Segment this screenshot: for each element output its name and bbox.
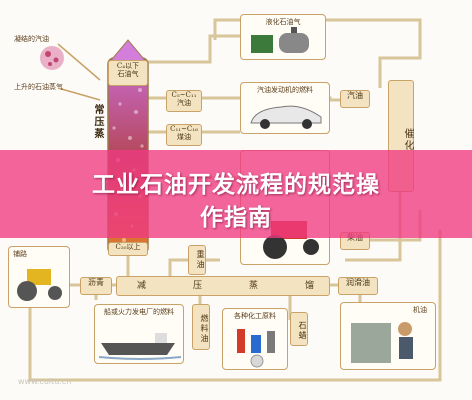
pipe-lpg — [148, 34, 240, 64]
paraffin-tag: 石蜡 — [290, 312, 308, 346]
ship-fuel-box: 船或火力发电厂的燃料 — [94, 304, 184, 364]
lube-oil-tag: 润滑油 — [338, 277, 378, 295]
watermark: www.cuitu.cn — [18, 377, 72, 386]
car-icon — [250, 105, 322, 129]
ship-icon — [98, 333, 182, 360]
condensed-gasoline-label: 凝结的汽油 — [14, 35, 49, 43]
pipe-catalytic-top — [213, 18, 422, 88]
bottom-fraction-tag: C₂₀以上 — [108, 242, 148, 256]
gas-cylinder-icon — [251, 27, 309, 53]
pipe-return — [28, 230, 442, 382]
gasoline-tag: 汽油 — [340, 90, 370, 108]
heavy-oil-tag: 重油 — [188, 245, 206, 275]
gasoline-fraction-tag: C₅~C₁₁ 汽油 — [166, 90, 202, 112]
rising-vapor-label: 上升的石油蒸气 — [14, 83, 63, 91]
page-title-line-1: 工业石油开发流程的规范操 — [92, 172, 380, 198]
machine-oil-caption: 机油 — [413, 306, 427, 314]
car-caption: 汽油发动机的燃料 — [257, 86, 313, 94]
lpg-caption: 液化石油气 — [265, 18, 301, 26]
top-fraction-tag: C₄以下 石油气 — [108, 60, 148, 86]
paving-caption: 铺路 — [13, 250, 27, 258]
asphalt-tag: 沥青 — [80, 277, 112, 295]
chemical-feedstock-box: 各种化工原料 — [222, 308, 288, 370]
road-paving-box: 铺路 — [8, 246, 70, 308]
machine-oil-box: 机油 — [340, 302, 436, 370]
car-box: 汽油发动机的燃料 — [240, 82, 330, 134]
road-roller-icon — [17, 269, 62, 301]
kerosene-fraction-tag: C₁₁~C₁₆ 煤油 — [166, 124, 202, 146]
page-title-line-2: 作指南 — [200, 205, 272, 231]
chemical-caption: 各种化工原料 — [234, 312, 276, 320]
lpg-box: 液化石油气 — [240, 14, 326, 60]
vacuum-distillation-bar: 减 压 蒸 馏 — [116, 276, 330, 296]
ship-caption: 船或火力发电厂的燃料 — [104, 308, 174, 316]
chemicals-icon — [237, 329, 275, 368]
machine-worker-icon — [351, 322, 413, 363]
tower-label: 常压蒸 — [92, 104, 103, 140]
title-banner — [0, 150, 472, 238]
fuel-oil-tag: 燃料油 — [192, 304, 210, 350]
droplets-icon — [40, 46, 64, 70]
